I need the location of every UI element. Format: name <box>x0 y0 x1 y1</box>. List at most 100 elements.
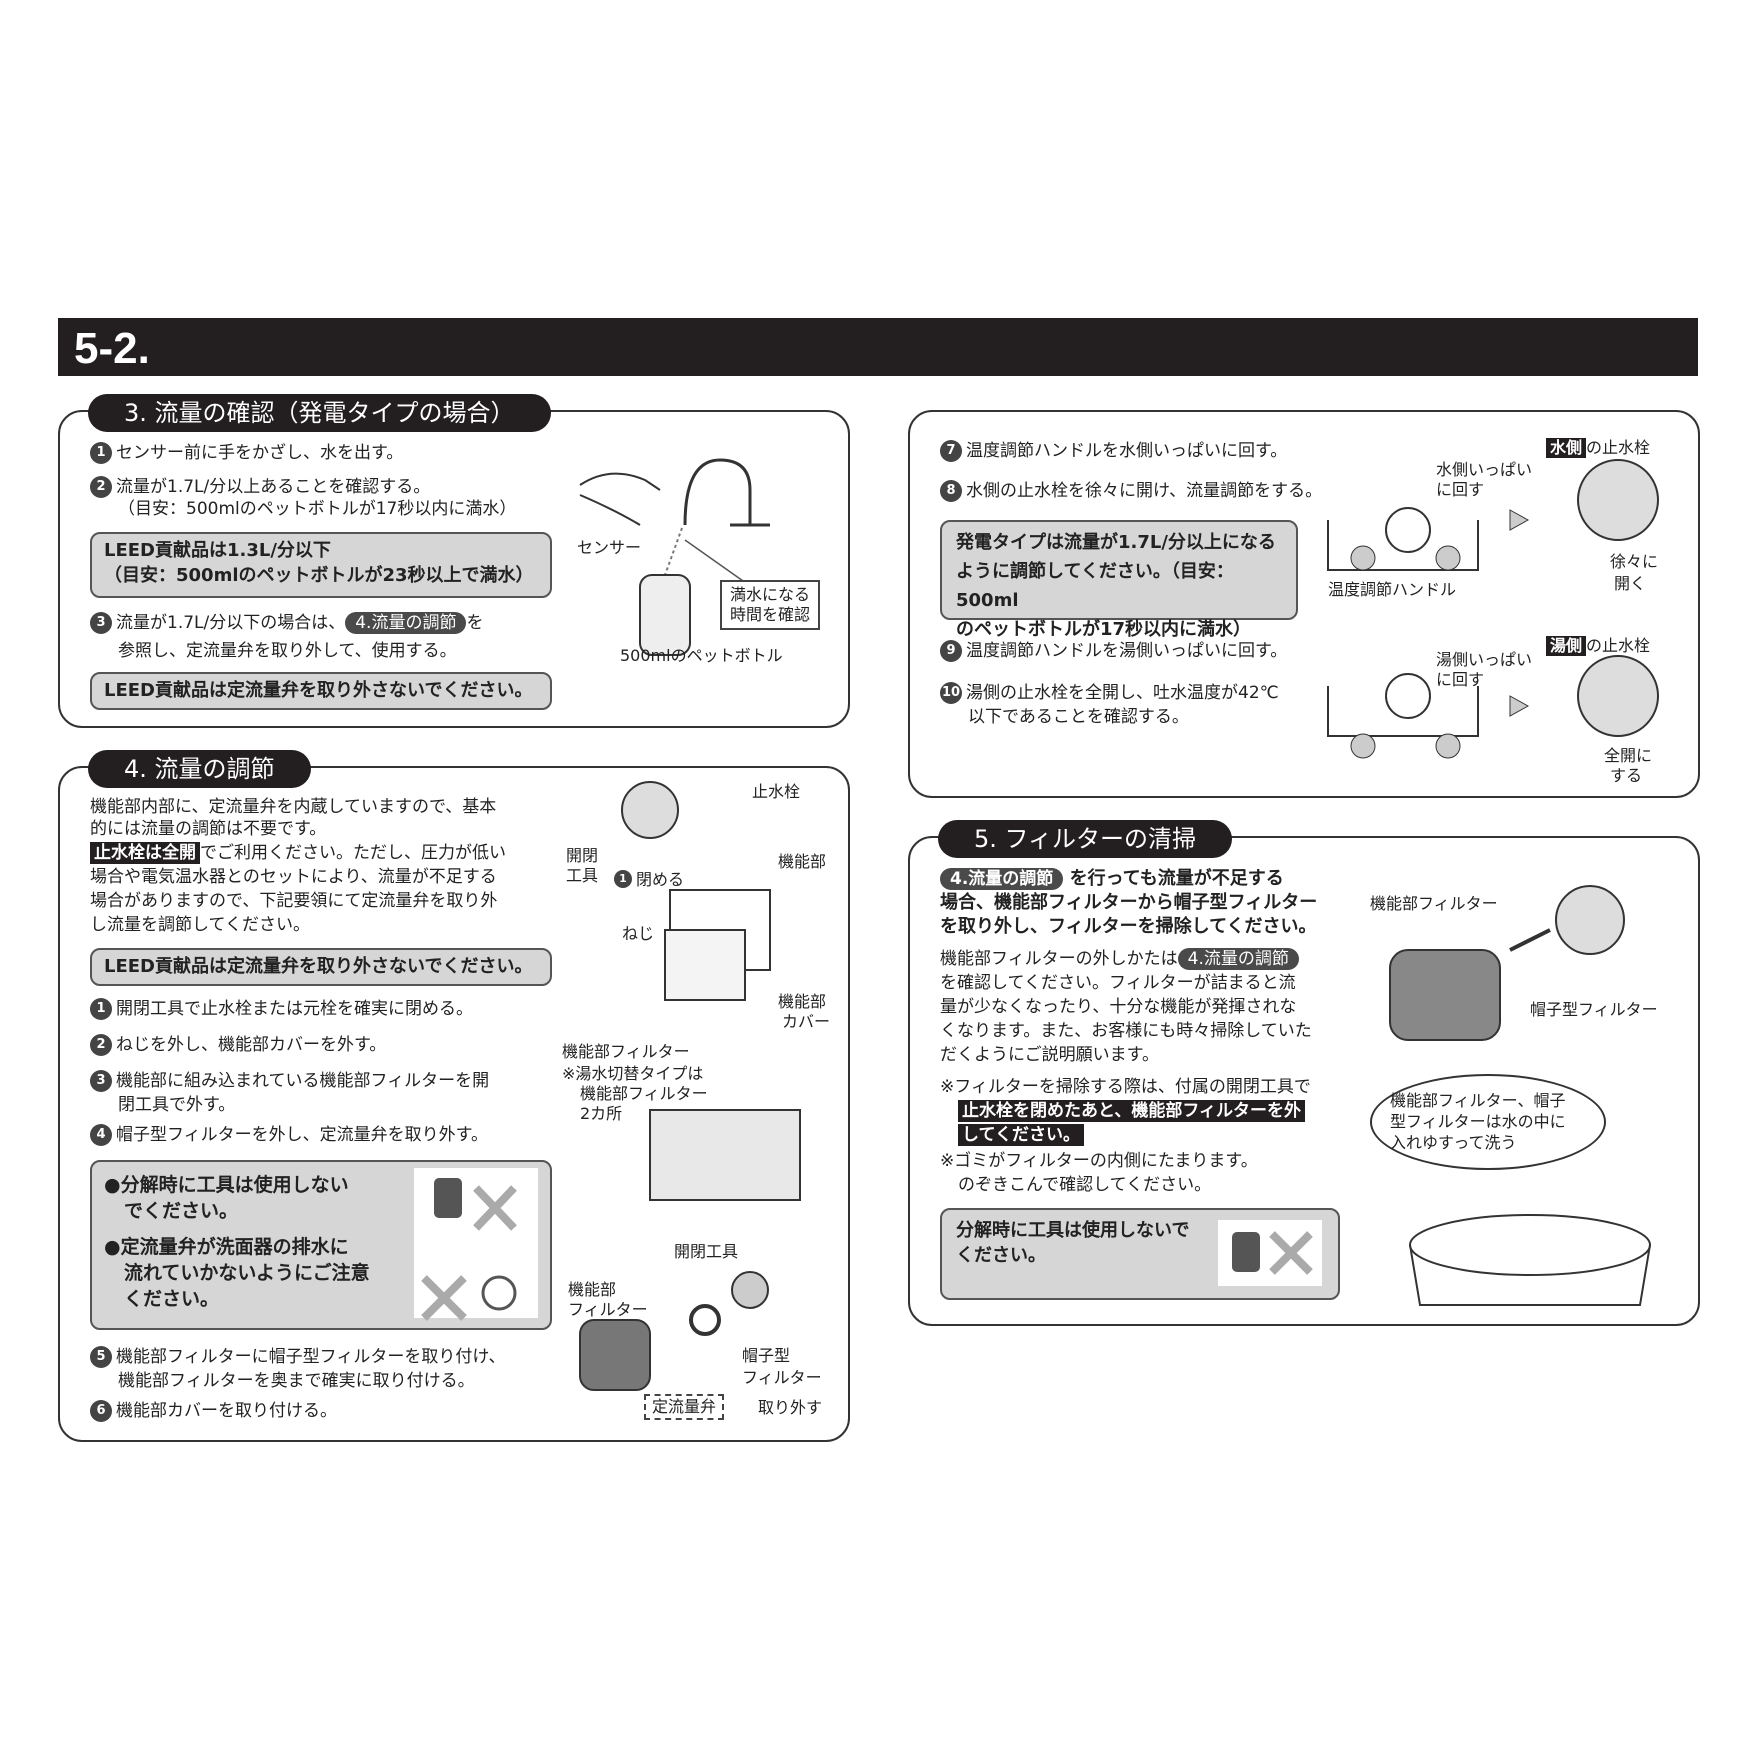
s5-note-2: ※ゴミがフィルターの内側にたまります。 <box>940 1151 1258 1171</box>
num-4-icon: 4 <box>90 1124 112 1146</box>
s4-leed-note: LEED貢献品は定流量弁を取り外さないでください。 <box>90 948 552 986</box>
hot-handle-illustration <box>1327 655 1659 759</box>
s4-step5-sub: 機能部フィルターを奥まで確実に取り付ける。 <box>118 1371 475 1391</box>
num-3-icon: 3 <box>90 612 112 634</box>
s4-intro-1: 機能部内部に、定流量弁を内蔵していますので、基本 <box>90 797 497 817</box>
no-tool-illustration-2 <box>1218 1220 1322 1286</box>
s5-lead-3: を取り外し、フィルターを掃除してください。 <box>940 916 1317 937</box>
hot-stopcock-label: 湯側の止水栓 <box>1546 636 1650 656</box>
fig-bottle-label: 500mlのペットボトル <box>620 646 783 665</box>
s4-intro-6: し流量を調節してください。 <box>90 915 310 935</box>
s3-step3-sub: 参照し、定流量弁を取り外して、使用する。 <box>118 641 457 661</box>
s3-leed-note2: LEED貢献品は定流量弁を取り外さないでください。 <box>90 672 552 710</box>
fig-filter-label: 機能部フィルター <box>562 1042 690 1061</box>
cold-turn-label-2: に回す <box>1436 480 1485 499</box>
num-2-icon: 2 <box>90 1034 112 1056</box>
no-tool-icon <box>1232 1231 1313 1275</box>
cold-handle-illustration <box>1327 459 1659 571</box>
fig-cover-label: 機能部 <box>778 992 827 1011</box>
num-10-icon: 10 <box>940 682 962 704</box>
flow-adjust-title: 4. 流量の調節 <box>88 750 311 788</box>
num-1-icon: 1 <box>90 998 112 1020</box>
s5-body-2: を確認してください。フィルターが詰まると流 <box>940 973 1296 993</box>
cold-turn-label: 水側いっぱい <box>1436 460 1533 479</box>
temp-handle-label: 温度調節ハンドル <box>1328 580 1457 599</box>
num-8-icon: 8 <box>940 480 962 502</box>
open-stopcock-tag: 止水栓は全開 <box>90 842 200 864</box>
fig-unit-label: 機能部 <box>778 852 827 871</box>
wash-speech-bubble: 機能部フィルター、帽子型フィルターは水の中に入れゆすって洗う <box>1370 1074 1606 1170</box>
fig-note-label-2: 機能部フィルター <box>580 1084 708 1103</box>
fig-screw-label: ねじ <box>622 924 655 943</box>
filter-clean-title: 5. フィルターの清掃 <box>938 820 1233 858</box>
s5-body-5: だくようにご説明願います。 <box>940 1045 1159 1065</box>
s4-intro-3: 止水栓は全開でご利用ください。ただし、圧力が低い <box>90 842 506 864</box>
num-7-icon: 7 <box>940 440 962 462</box>
num-6-icon: 6 <box>90 1400 112 1422</box>
s5-lead-1: 4.流量の調節 を行っても流量が不足する <box>940 868 1284 890</box>
fig-remove-label: 取り外す <box>758 1398 823 1417</box>
ref-flow-adjust[interactable]: 4.流量の調節 <box>345 612 467 634</box>
section-header: 5-2. <box>58 318 1698 376</box>
full-open-label-2: する <box>1610 766 1643 785</box>
fig-tool2-label: 開閉工具 <box>674 1242 739 1261</box>
no-tool-illustration <box>414 1168 538 1321</box>
fig-cap-label-2: フィルター <box>742 1368 822 1387</box>
s4-intro-4: 場合や電気温水器とのセットにより、流量が不足する <box>90 867 497 887</box>
flow-check-title: 3. 流量の確認（発電タイプの場合） <box>88 394 551 432</box>
full-open-label: 全開に <box>1604 746 1653 765</box>
s3-step2-sub: （目安：500mlのペットボトルが17秒以内に満水） <box>118 499 517 519</box>
filter-illustration <box>1389 885 1651 1306</box>
fig-tool-label-2: 工具 <box>566 866 599 885</box>
s5-note-1b: 止水栓を閉めたあと、機能部フィルターを外 <box>958 1100 1305 1122</box>
ref-flow-adjust-2[interactable]: 4.流量の調節 <box>940 868 1064 890</box>
fig-cover-label-2: カバー <box>782 1012 831 1031</box>
num-2-icon: 2 <box>90 476 112 498</box>
s5-lead-2: 場合、機能部フィルターから帽子型フィルター <box>940 892 1318 913</box>
fig-check-box: 満水になる時間を確認 <box>720 580 820 630</box>
fig-note-label-3: 2カ所 <box>580 1104 623 1123</box>
s5-note-1: ※フィルターを掃除する際は、付属の開閉工具で <box>940 1077 1311 1097</box>
hot-turn-label: 湯側いっぱい <box>1436 650 1533 669</box>
section-number: 5-2. <box>74 324 150 373</box>
s5-note-2b: のぞきこんで確認してください。 <box>958 1175 1212 1195</box>
s5-note-1c: してください。 <box>958 1124 1084 1146</box>
fig-valve-box: 定流量弁 <box>644 1394 725 1420</box>
fig-filter-label-3: 機能部フィルター <box>1370 894 1498 913</box>
s4-intro-2: 的には流量の調節は不要です。 <box>90 819 327 839</box>
no-tool-icon <box>421 1178 517 1321</box>
fig-cap-label-3: 帽子型フィルター <box>1530 1000 1658 1019</box>
s4-intro-5: 場合がありますので、下記要領にて定流量弁を取り外 <box>90 891 498 911</box>
num-1-icon: 1 <box>90 442 112 464</box>
gradual-open-label-2: 開く <box>1614 574 1647 593</box>
s7-note: 発電タイプは流量が1.7L/分以上になるように調節してください。（目安：500m… <box>940 520 1298 640</box>
fig-stopcock-label: 止水栓 <box>752 782 801 801</box>
num-9-icon: 9 <box>940 640 962 662</box>
s3-leed-note: LEED貢献品は1.3L/分以下（目安：500mlのペットボトルが23秒以上で満… <box>90 532 552 598</box>
fig-cap-label: 帽子型 <box>742 1346 791 1365</box>
s4-step3-sub: 閉工具で外す。 <box>118 1095 236 1115</box>
gradual-open-label: 徐々に <box>1610 552 1659 571</box>
hot-turn-label-2: に回す <box>1436 670 1485 689</box>
s5-body-4: くなります。また、お客様にも時々掃除していた <box>940 1021 1312 1041</box>
fig-filter2-label: 機能部 <box>568 1280 617 1299</box>
fig-note-label: ※湯水切替タイプは <box>562 1064 704 1083</box>
num-1-icon: 1 <box>614 870 632 888</box>
num-3-icon: 3 <box>90 1070 112 1092</box>
ref-flow-adjust-3[interactable]: 4.流量の調節 <box>1177 948 1299 970</box>
unit-disassembly-illustration <box>579 781 801 1391</box>
